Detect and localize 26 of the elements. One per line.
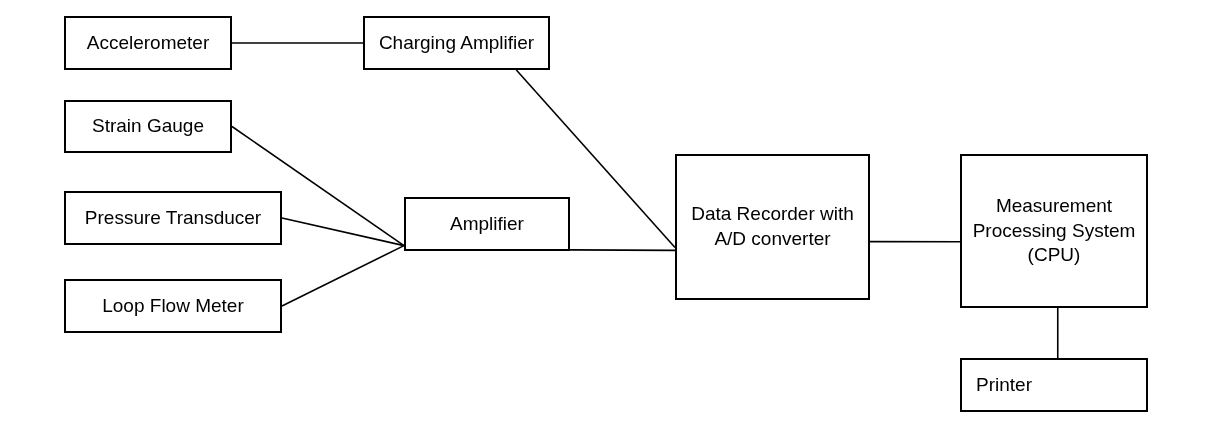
connector-line <box>231 125 405 247</box>
process-box <box>675 154 870 300</box>
box-label: Data Recorder with A/D converter <box>690 202 855 251</box>
process-box <box>64 100 232 153</box>
process-box <box>64 279 282 333</box>
connector-line <box>869 240 961 243</box>
process-box <box>64 191 282 245</box>
process-box <box>363 16 550 70</box>
connector-line <box>281 244 405 307</box>
box-label: Pressure Transducer <box>84 205 262 230</box>
connector-line <box>281 217 405 247</box>
connector-line <box>231 42 364 44</box>
process-box <box>404 197 570 251</box>
process-box <box>64 16 232 70</box>
box-label: Loop Flow Meter <box>102 293 244 318</box>
box-label: Accelerometer <box>86 30 210 55</box>
connector-line <box>569 249 676 252</box>
box-label: Printer <box>976 372 1032 397</box>
box-label: Charging Amplifier <box>378 30 535 55</box>
process-box <box>960 358 1148 412</box>
process-box <box>960 154 1148 308</box>
box-label: Strain Gauge <box>92 114 204 139</box>
connector-line <box>515 69 676 249</box>
box-label: Measurement Processing System (CPU) <box>971 193 1137 268</box>
box-label: Amplifier <box>450 211 524 236</box>
connector-line <box>1056 307 1059 359</box>
